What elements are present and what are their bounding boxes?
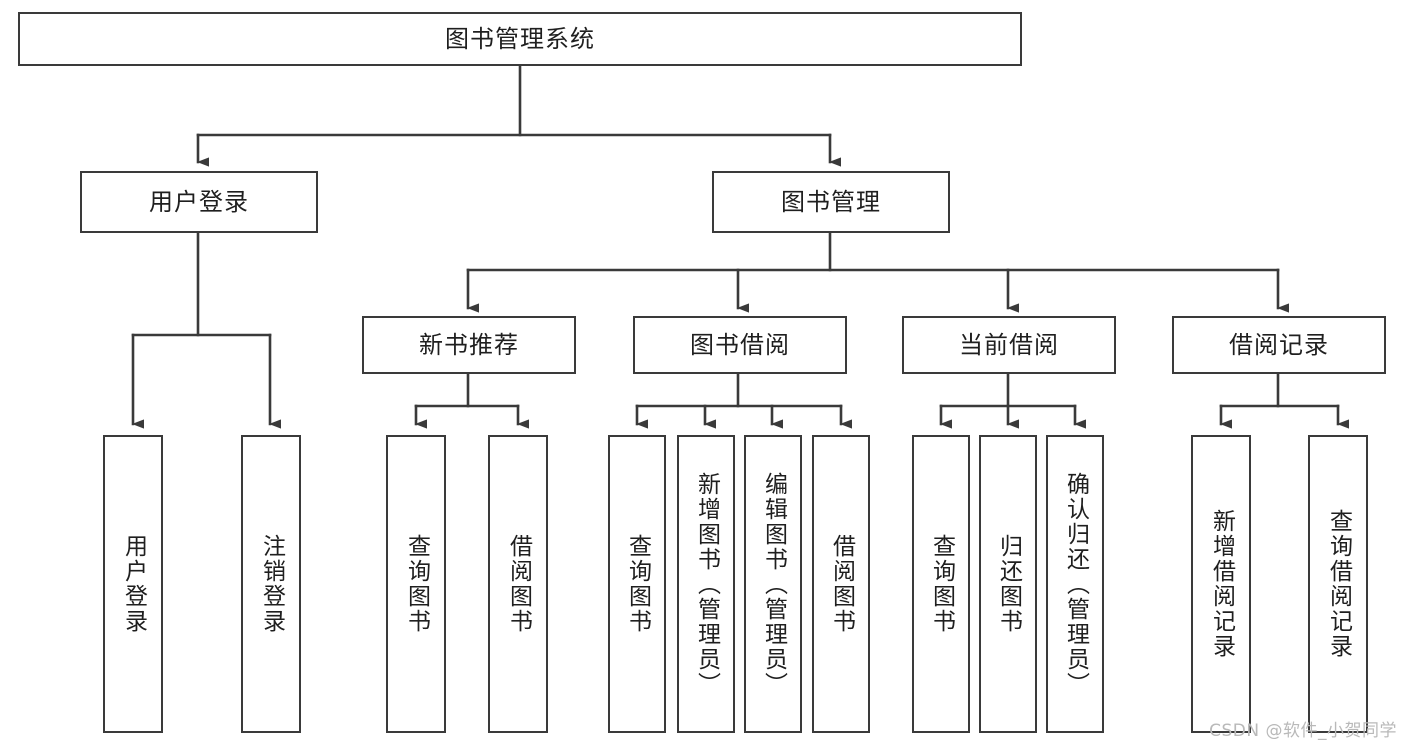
node-user-login[interactable]: 用户登录 — [80, 171, 318, 233]
node-leaf-borrow-book[interactable]: 借阅图书 — [812, 435, 870, 733]
node-label: 用户登录 — [120, 534, 147, 634]
node-label: 新增图书（管理员） — [693, 471, 720, 697]
node-label: 查询借阅记录 — [1325, 509, 1352, 659]
node-label: 查询图书 — [403, 534, 430, 634]
node-label: 编辑图书（管理员） — [760, 471, 787, 697]
node-label: 归还图书 — [995, 534, 1022, 634]
node-borrow-record[interactable]: 借阅记录 — [1172, 316, 1386, 374]
node-book-borrow[interactable]: 图书借阅 — [633, 316, 847, 374]
node-label: 查询图书 — [624, 534, 651, 634]
node-label: 查询图书 — [928, 534, 955, 634]
node-label: 借阅图书 — [828, 534, 855, 634]
node-current-borrow[interactable]: 当前借阅 — [902, 316, 1116, 374]
node-leaf-query-book-borrow[interactable]: 查询图书 — [608, 435, 666, 733]
node-leaf-logout-login[interactable]: 注销登录 — [241, 435, 301, 733]
node-label: 借阅图书 — [505, 534, 532, 634]
node-label: 新增借阅记录 — [1208, 509, 1235, 659]
node-leaf-query-book-current[interactable]: 查询图书 — [912, 435, 970, 733]
node-leaf-return-book[interactable]: 归还图书 — [979, 435, 1037, 733]
node-new-book-recommendation[interactable]: 新书推荐 — [362, 316, 576, 374]
node-label: 图书借阅 — [690, 330, 790, 359]
node-leaf-confirm-return-admin[interactable]: 确认归还（管理员） — [1046, 435, 1104, 733]
node-leaf-query-book-recommendation[interactable]: 查询图书 — [386, 435, 446, 733]
node-leaf-add-book-admin[interactable]: 新增图书（管理员） — [677, 435, 735, 733]
node-root-book-management-system[interactable]: 图书管理系统 — [18, 12, 1022, 66]
node-label: 用户登录 — [149, 187, 249, 216]
node-leaf-borrow-book-recommendation[interactable]: 借阅图书 — [488, 435, 548, 733]
node-book-management[interactable]: 图书管理 — [712, 171, 950, 233]
node-label: 图书管理 — [781, 187, 881, 216]
node-leaf-add-borrow-record[interactable]: 新增借阅记录 — [1191, 435, 1251, 733]
node-leaf-user-login[interactable]: 用户登录 — [103, 435, 163, 733]
node-leaf-query-borrow-record[interactable]: 查询借阅记录 — [1308, 435, 1368, 733]
csdn-watermark: CSDN @软件_小贺同学 — [1209, 721, 1397, 741]
node-label: 当前借阅 — [959, 330, 1059, 359]
node-label: 借阅记录 — [1229, 330, 1329, 359]
node-label: 图书管理系统 — [445, 24, 595, 53]
node-label: 新书推荐 — [419, 330, 519, 359]
node-label: 注销登录 — [258, 534, 285, 634]
node-label: 确认归还（管理员） — [1062, 471, 1089, 697]
node-leaf-edit-book-admin[interactable]: 编辑图书（管理员） — [744, 435, 802, 733]
